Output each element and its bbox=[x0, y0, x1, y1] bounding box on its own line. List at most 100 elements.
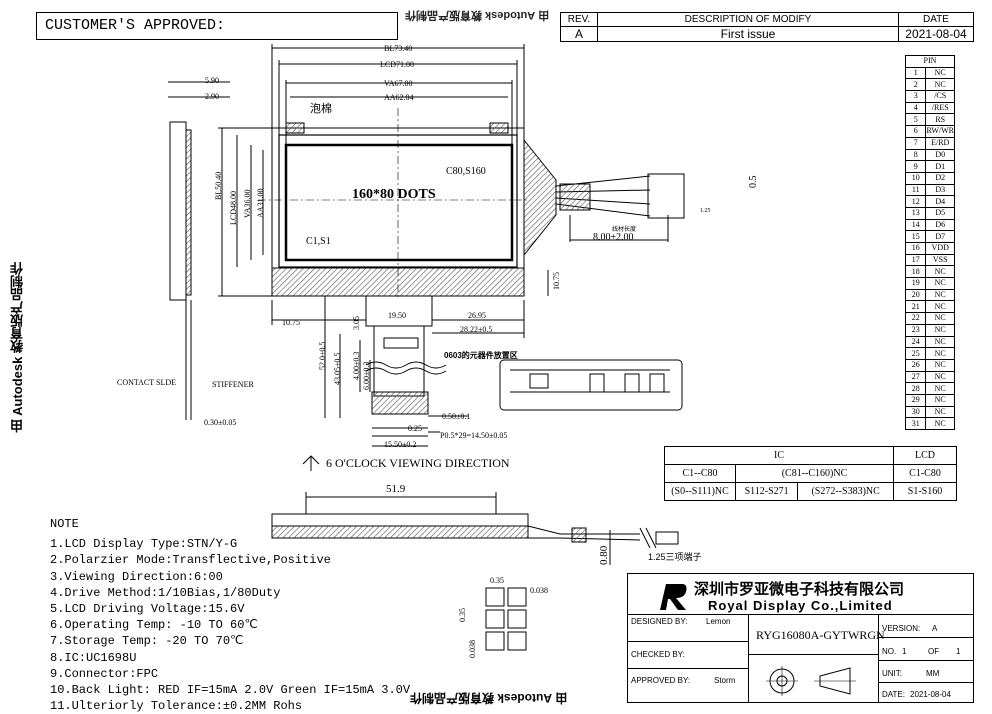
dim-aa: AA62.04 bbox=[384, 93, 414, 102]
pin-number: 13 bbox=[904, 206, 927, 220]
pin-number: 2 bbox=[904, 78, 927, 92]
dim-lh: LCD48.00 bbox=[229, 191, 238, 225]
pin-signal: NC bbox=[925, 78, 955, 92]
dim-030: 0.30±0.05 bbox=[204, 418, 237, 427]
pin-row: 4/RES bbox=[904, 101, 955, 115]
no-label: NO. bbox=[882, 647, 897, 656]
dim-1075-right: 10.75 bbox=[552, 272, 561, 290]
pad-dim-038: 0.038 bbox=[530, 586, 548, 595]
note-item: 9.Connector:FPC bbox=[50, 666, 159, 681]
designed-label: DESIGNED BY: bbox=[631, 617, 688, 626]
note-item: 3.Viewing Direction:6:00 bbox=[50, 569, 223, 584]
pin-signal: /RES bbox=[925, 101, 955, 115]
note-item: 6.Operating Temp: -10 TO 60℃ bbox=[50, 618, 258, 633]
pin-number: 22 bbox=[904, 312, 927, 325]
pin-signal: D0 bbox=[925, 148, 955, 162]
approved-value: Storm bbox=[714, 676, 736, 685]
dim-bh: BL50.40 bbox=[214, 171, 223, 200]
note-item: 11.Ulteriorly Tolerance:±0.2MM Rohs bbox=[50, 699, 303, 714]
dim-ah: AA31.00 bbox=[256, 188, 265, 218]
pin-signal: NC bbox=[925, 347, 955, 360]
version-label: VERSION: bbox=[882, 624, 921, 633]
wire-spacing-label: 线材长度 bbox=[612, 227, 637, 233]
pin-number: 1 bbox=[904, 66, 927, 80]
title-block: 深圳市罗亚微电子科技有限公司 Royal Display Co.,Limited… bbox=[627, 573, 974, 703]
ic-header: IC bbox=[664, 446, 894, 465]
dim-bl: BL73.40 bbox=[384, 44, 413, 53]
pin-number: 19 bbox=[904, 277, 927, 290]
pin-number: 29 bbox=[904, 393, 927, 407]
wire-spacing: 8.00±2.00 bbox=[593, 232, 634, 243]
dim-600: 6.00±0.3 bbox=[362, 361, 371, 390]
approved-label: APPROVED BY: bbox=[631, 676, 691, 685]
dots-label: 160*80 DOTS bbox=[352, 187, 436, 202]
pad-dim-035b: 0.35 bbox=[458, 608, 467, 622]
note-item: 1.LCD Display Type:STN/Y-G bbox=[50, 537, 238, 552]
dim-050: 0.50±0.1 bbox=[442, 412, 471, 421]
pin-signal: NC bbox=[925, 358, 955, 372]
ic-r2-c3: (S272--S383)NC bbox=[797, 482, 894, 501]
pad-dim-038b: 0.038 bbox=[468, 640, 477, 658]
company-cn: 深圳市罗亚微电子科技有限公司 bbox=[694, 581, 905, 598]
model-number: RYG16080A-GYTWRGN bbox=[756, 628, 885, 642]
unit-value: MM bbox=[926, 669, 940, 678]
company-en: Royal Display Co.,Limited bbox=[708, 598, 893, 613]
note-item: 4.Drive Method:1/10Bias,1/80Duty bbox=[50, 585, 281, 600]
pin-signal: VSS bbox=[925, 253, 955, 267]
pin-signal: NC bbox=[925, 265, 955, 279]
customer-approval-box: CUSTOMER'S APPROVED: bbox=[36, 12, 398, 40]
pin-signal: D3 bbox=[925, 183, 955, 197]
pin-signal: NC bbox=[925, 288, 955, 302]
pin-number: 30 bbox=[904, 405, 927, 419]
region-label: 0603的元器件放置区 bbox=[444, 351, 518, 360]
dim-va: VA67.00 bbox=[384, 79, 413, 88]
pin-signal: D5 bbox=[925, 206, 955, 220]
pin-signal: D2 bbox=[925, 171, 955, 185]
viewing-area bbox=[284, 143, 514, 262]
version-value: A bbox=[932, 624, 938, 633]
pin-number: 28 bbox=[904, 382, 927, 395]
date-label: DATE: bbox=[882, 690, 905, 699]
pin-signal: D4 bbox=[925, 195, 955, 208]
ic-r1-c1: C1--C80 bbox=[664, 464, 736, 483]
pin-signal: NC bbox=[925, 405, 955, 419]
pin-number: 31 bbox=[904, 417, 927, 430]
ic-r1-c2: (C81--C160)NC bbox=[735, 464, 894, 483]
pin-signal: NC bbox=[925, 66, 955, 80]
no-value: 1 bbox=[902, 647, 907, 656]
pin-number: 23 bbox=[904, 323, 927, 337]
viewing-direction: 6 O'CLOCK VIEWING DIRECTION bbox=[326, 456, 510, 470]
pin-signal: D7 bbox=[925, 230, 955, 243]
pin-number: 5 bbox=[904, 113, 927, 127]
pin-signal: D6 bbox=[925, 218, 955, 232]
ic-r2-c2: S112-S271 bbox=[734, 482, 799, 501]
dim-025: 0.25 bbox=[408, 424, 422, 433]
pin-signal: NC bbox=[925, 300, 955, 314]
pin-signal: NC bbox=[925, 370, 955, 384]
foam-label: 泡棉 bbox=[310, 103, 332, 115]
pin-number: 27 bbox=[904, 370, 927, 384]
ic-table: IC LCD C1--C80 (C81--C160)NC C1-C80 (S0-… bbox=[664, 446, 957, 501]
dim-400: 4.00±0.3 bbox=[352, 351, 361, 380]
contact-label: CONTACT SLDE bbox=[117, 378, 176, 387]
pad-dim-035: 0.35 bbox=[490, 576, 504, 585]
pin-signal: NC bbox=[925, 312, 955, 325]
pin-signal: E/RD bbox=[925, 136, 955, 150]
dim-lcd: LCD71.00 bbox=[380, 60, 414, 69]
